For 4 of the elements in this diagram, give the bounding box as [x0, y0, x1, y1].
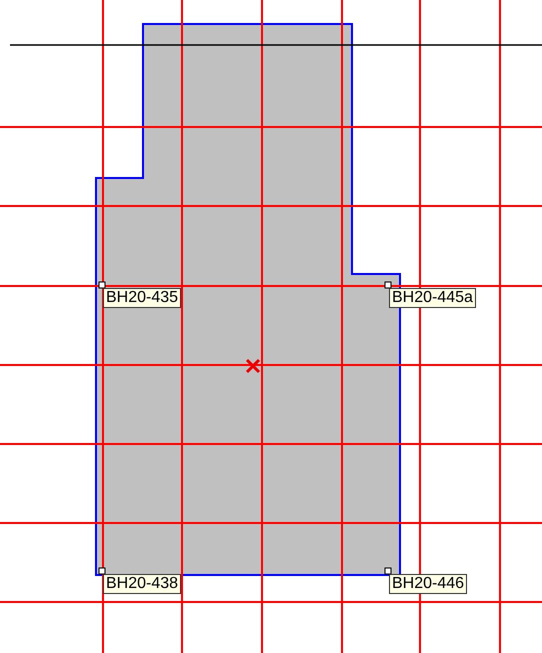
borehole-label: BH20-435	[103, 288, 182, 308]
borehole-label: BH20-438	[103, 574, 182, 594]
borehole-label: BH20-446	[389, 574, 468, 594]
borehole-label: BH20-445a	[389, 288, 476, 308]
